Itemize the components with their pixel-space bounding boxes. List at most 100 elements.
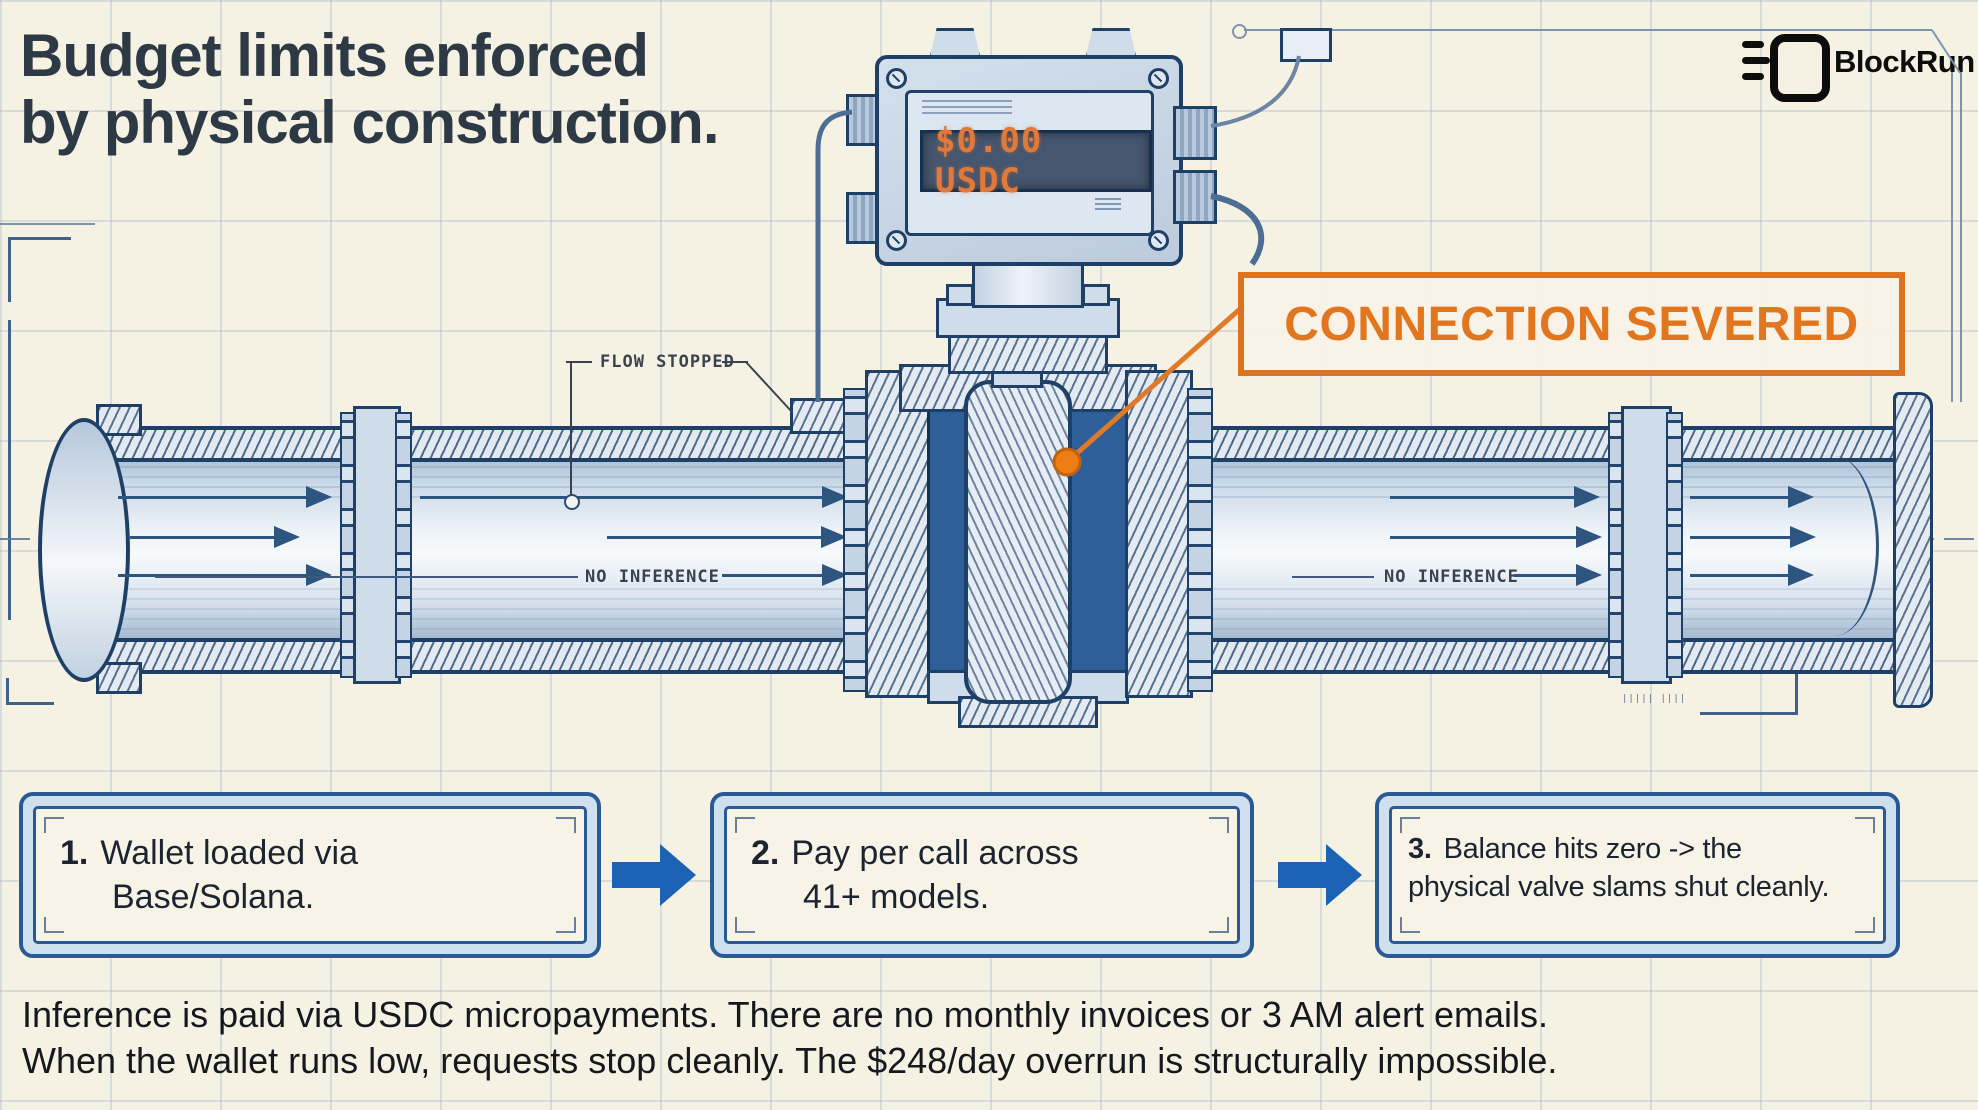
frame-bracket-bottom-right: [1700, 648, 1798, 715]
frame-line-endpoint: [1232, 24, 1247, 39]
step-panel-2-body: 2. Pay per call across 41+ models.: [724, 806, 1240, 944]
conduit-right-bottom: [1210, 193, 1265, 266]
valve-gate-disc: [964, 380, 1072, 704]
flow-arrow-icon: [1690, 564, 1814, 588]
corner-tick-icon: [556, 917, 576, 933]
no-inference-label-right: NO INFERENCE: [1384, 567, 1519, 587]
conduit-right-top: [1210, 55, 1301, 128]
page-title-line1: Budget limits enforced: [20, 22, 649, 89]
step-arrow-icon: [1278, 822, 1362, 926]
step-1-text1: Wallet loaded via: [100, 834, 359, 872]
frame-corner-diagonal: [1931, 29, 1961, 74]
pipe-open-end-left: [38, 418, 130, 682]
pipe-flange-left: [353, 406, 401, 684]
logo-block-outline: [1770, 34, 1830, 102]
step-2-text1: Pay per call across: [791, 834, 1079, 872]
step-panel-3-body: 3. Balance hits zero -> the physical valv…: [1389, 806, 1886, 944]
frame-line-left-top: [0, 223, 95, 225]
page-title: Budget limits enforced by physical const…: [20, 22, 719, 156]
conduit-elbow-fitting: [1280, 28, 1332, 62]
frame-line-top: [1244, 29, 1932, 31]
meter-corner-screw: [886, 68, 907, 89]
connection-severed-callout: CONNECTION SEVERED: [1238, 272, 1905, 376]
frame-line-right-inner: [1960, 72, 1962, 402]
meter-label-lines: [922, 100, 1012, 114]
flow-stopped-label: FLOW STOPPED: [600, 352, 735, 372]
step-2-line1: 2. Pay per call across: [751, 831, 1213, 875]
logo-speed-line: [1742, 73, 1764, 80]
corner-tick-icon: [556, 817, 576, 833]
severed-callout-dot: [1052, 447, 1082, 477]
meter-vent-lines: [1095, 198, 1121, 210]
flow-arrow-icon: [118, 486, 332, 510]
pipe-inner-curve-right: [1790, 456, 1879, 636]
logo-speed-line: [1742, 57, 1770, 64]
step-2-number: 2.: [751, 834, 780, 872]
flow-arrow-icon: [118, 564, 332, 588]
frame-line-left-vertical: [8, 320, 11, 620]
flow-arrow-icon: [420, 486, 848, 510]
flow-arrow-icon: [722, 564, 848, 588]
pipe-left-lip-top: [96, 404, 142, 436]
logo-speed-line: [1742, 41, 1764, 48]
flow-arrow-icon: [1690, 526, 1816, 550]
frame-tick-marks: ||||| ||||: [1622, 694, 1687, 704]
flow-arrow-icon: [1514, 564, 1602, 588]
corner-tick-icon: [1209, 817, 1229, 833]
step-3-line1: 3. Balance hits zero -> the: [1408, 831, 1867, 869]
flow-arrow-icon: [130, 526, 300, 550]
valve-bolts-right: [1187, 388, 1213, 692]
leader-line-vertical: [570, 361, 572, 495]
meter-cable-gland-right-top: [1173, 106, 1217, 160]
corner-tick-icon: [1855, 917, 1875, 933]
blockrun-logo-icon: [1742, 34, 1830, 102]
footer-line2: When the wallet runs low, requests stop …: [22, 1040, 1558, 1082]
meter-corner-screw: [1148, 68, 1169, 89]
step-panel-2: 2. Pay per call across 41+ models.: [710, 792, 1254, 958]
corner-tick-icon: [44, 917, 64, 933]
annotation-line: [1292, 576, 1374, 578]
step-arrow-icon: [612, 822, 696, 926]
corner-tick-icon: [1209, 917, 1229, 933]
corner-tick-icon: [1855, 817, 1875, 833]
corner-tick-icon: [735, 917, 755, 933]
leader-endpoint: [564, 494, 580, 510]
footer-paragraph: Inference is paid via USDC micropayments…: [22, 992, 1557, 1085]
step-1-line2: Base/Solana.: [112, 878, 315, 917]
flange-bolts: [1666, 412, 1683, 678]
step-3-number: 3.: [1408, 833, 1432, 865]
flow-arrow-icon: [607, 526, 847, 550]
pipe-left-lip-bottom: [96, 662, 142, 694]
step-1-line1: 1.Wallet loaded via: [60, 831, 560, 875]
frame-bracket-top-left: [8, 237, 71, 302]
flow-arrow-icon: [1690, 486, 1814, 510]
step-2-line2: 41+ models.: [803, 878, 990, 917]
flow-stopped-leader-diagonal: [745, 361, 793, 413]
valve-flange-left: [865, 370, 933, 698]
corner-tick-icon: [735, 817, 755, 833]
no-inference-label-left: NO INFERENCE: [585, 567, 720, 587]
meter-corner-screw: [1148, 230, 1169, 251]
step-panel-3: 3. Balance hits zero -> the physical valv…: [1375, 792, 1900, 958]
pipe-open-end-right: [1893, 392, 1933, 708]
valve-bolts-left: [843, 388, 869, 692]
pipe-flange-right: [1621, 406, 1672, 684]
flange-bolts: [395, 412, 412, 678]
corner-tick-icon: [1400, 817, 1420, 833]
brand-logo: BlockRun: [1742, 34, 1975, 102]
footer-line1: Inference is paid via USDC micropayments…: [22, 994, 1548, 1035]
meter-lcd-display: $0.00 USDC: [920, 121, 1152, 201]
step-panel-1-body: 1.Wallet loaded via Base/Solana.: [33, 806, 587, 944]
flow-arrow-icon: [1390, 526, 1602, 550]
step-3-text1: Balance hits zero -> the: [1443, 833, 1743, 865]
corner-tick-icon: [44, 817, 64, 833]
frame-bracket-bottom-left: [6, 678, 54, 705]
flow-arrow-icon: [1390, 486, 1600, 510]
step-panel-1: 1.Wallet loaded via Base/Solana.: [19, 792, 601, 958]
frame-line-right-outer: [1951, 72, 1953, 402]
conduit-left: [815, 109, 853, 402]
meter-corner-screw: [886, 230, 907, 251]
valve-flange-right: [1125, 370, 1193, 698]
step-3-line2: physical valve slams shut cleanly.: [1408, 870, 1830, 903]
